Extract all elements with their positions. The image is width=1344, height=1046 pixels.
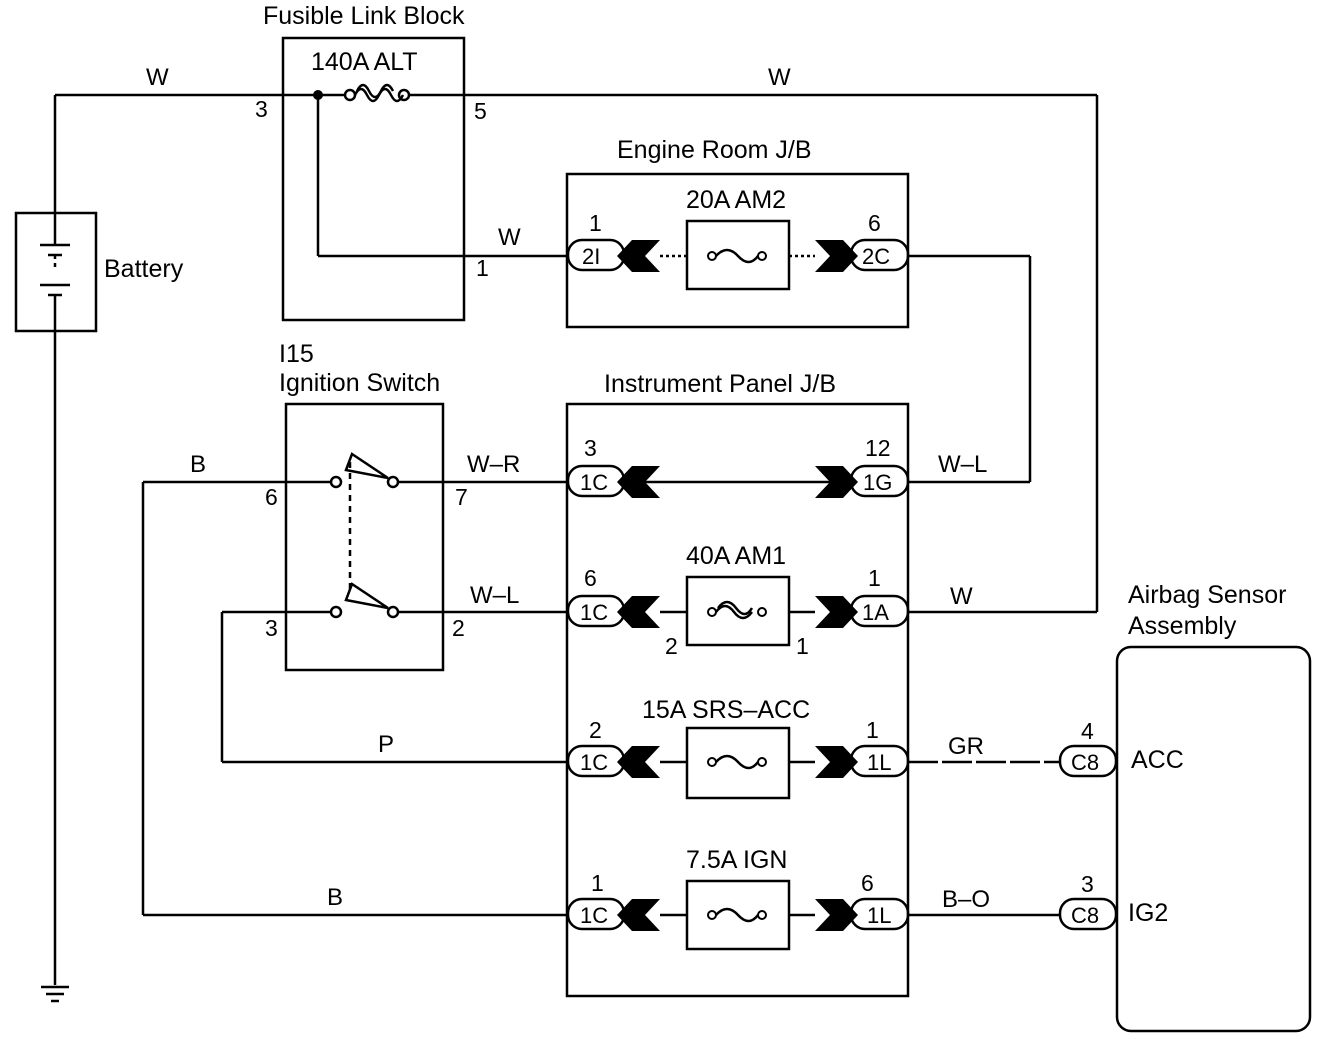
airbag-sensor-assembly: Airbag Sensor Assembly C8 4 ACC C8 3 IG2 bbox=[1058, 581, 1312, 1033]
ign-pin-3: 3 bbox=[265, 615, 278, 641]
ground-symbol bbox=[41, 331, 69, 1003]
fl-pin-1: 1 bbox=[476, 255, 489, 281]
ignition-switch-id: I15 bbox=[279, 340, 314, 368]
alt-fuse-label: 140A ALT bbox=[311, 48, 418, 76]
ipjb-row-4: 7.5A IGN 1C 1 1L 6 bbox=[566, 846, 910, 951]
row4-left-pin: 1 bbox=[591, 870, 604, 896]
conn-2i: 2I bbox=[582, 244, 600, 269]
conn-2c: 2C bbox=[862, 244, 890, 269]
row4-right-conn: 1L bbox=[867, 903, 891, 928]
srs-acc-fuse-label: 15A SRS–ACC bbox=[642, 696, 810, 724]
wire-label-w-top-left: W bbox=[146, 64, 169, 91]
fusible-link-block: Fusible Link Block 140A ALT 3 5 1 bbox=[255, 2, 568, 322]
row2-left-conn: 1C bbox=[580, 600, 608, 625]
acc-pin: 4 bbox=[1081, 718, 1094, 744]
row1-right-conn: 1G bbox=[863, 470, 892, 495]
ig2-conn: C8 bbox=[1071, 903, 1099, 928]
ign-pin-6: 6 bbox=[265, 484, 278, 510]
acc-label: ACC bbox=[1131, 746, 1184, 774]
row3-left-conn: 1C bbox=[580, 750, 608, 775]
ignition-switch: I15 Ignition Switch 6 7 3 2 bbox=[265, 340, 568, 672]
am2-left-pin: 1 bbox=[589, 210, 602, 236]
ign-pin-2: 2 bbox=[452, 615, 465, 641]
wire-label-p: P bbox=[378, 731, 394, 758]
airbag-title-line1: Airbag Sensor bbox=[1128, 581, 1286, 609]
am2-fuse-label: 20A AM2 bbox=[686, 186, 786, 214]
row2-inner-right: 1 bbox=[796, 633, 809, 659]
am2-right-pin: 6 bbox=[868, 210, 881, 236]
row1-right-pin: 12 bbox=[865, 435, 891, 461]
row2-left-pin: 6 bbox=[584, 565, 597, 591]
wire-label-gr: GR bbox=[948, 733, 984, 760]
ig2-pin: 3 bbox=[1081, 871, 1094, 897]
row3-right-conn: 1L bbox=[867, 750, 891, 775]
row4-right-pin: 6 bbox=[861, 870, 874, 896]
row1-left-conn: 1C bbox=[580, 470, 608, 495]
row2-inner-left: 2 bbox=[665, 633, 678, 659]
ign-pin-7: 7 bbox=[455, 484, 468, 510]
airbag-title-line2: Assembly bbox=[1128, 612, 1237, 640]
row2-right-pin: 1 bbox=[868, 565, 881, 591]
row1-left-pin: 3 bbox=[584, 435, 597, 461]
battery: Battery bbox=[14, 95, 184, 333]
fl-pin-5: 5 bbox=[474, 98, 487, 124]
wire-label-b-top: B bbox=[190, 451, 206, 478]
fl-pin-3: 3 bbox=[255, 96, 268, 122]
wire-label-wl-right: W–L bbox=[938, 451, 987, 478]
row3-left-pin: 2 bbox=[589, 717, 602, 743]
wire-label-wl-left: W–L bbox=[470, 582, 519, 609]
acc-conn: C8 bbox=[1071, 750, 1099, 775]
am1-fuse-label: 40A AM1 bbox=[686, 542, 786, 570]
fusible-link-block-title: Fusible Link Block bbox=[263, 2, 465, 30]
ipjb-row-3: 15A SRS–ACC 1C 2 1L 1 bbox=[566, 696, 910, 800]
wire-label-w-top-right: W bbox=[768, 64, 791, 91]
wire-label-wr: W–R bbox=[467, 451, 520, 478]
wire-label-w-am2: W bbox=[498, 224, 521, 251]
wire-label-b-bottom: B bbox=[327, 884, 343, 911]
wire-label-bo: B–O bbox=[942, 886, 990, 913]
instrument-panel-jb: Instrument Panel J/B 1C 3 1G 12 40A AM1 … bbox=[565, 370, 910, 998]
wire-label-w-am1: W bbox=[950, 583, 973, 610]
ign-fuse-label: 7.5A IGN bbox=[686, 846, 787, 874]
battery-label: Battery bbox=[104, 255, 184, 283]
row4-left-conn: 1C bbox=[580, 903, 608, 928]
engine-room-jb-title: Engine Room J/B bbox=[617, 136, 812, 164]
row3-right-pin: 1 bbox=[866, 717, 879, 743]
engine-room-jb: Engine Room J/B 20A AM2 2I 1 2C 6 bbox=[565, 136, 910, 329]
ignition-switch-title: Ignition Switch bbox=[279, 369, 440, 397]
ipjb-row-2: 40A AM1 1C 6 1A 1 2 1 bbox=[566, 542, 910, 659]
instrument-panel-jb-title: Instrument Panel J/B bbox=[604, 370, 836, 398]
row2-right-conn: 1A bbox=[862, 600, 889, 625]
ig2-label: IG2 bbox=[1128, 899, 1168, 927]
ipjb-row-1: 1C 3 1G 12 bbox=[566, 435, 910, 498]
